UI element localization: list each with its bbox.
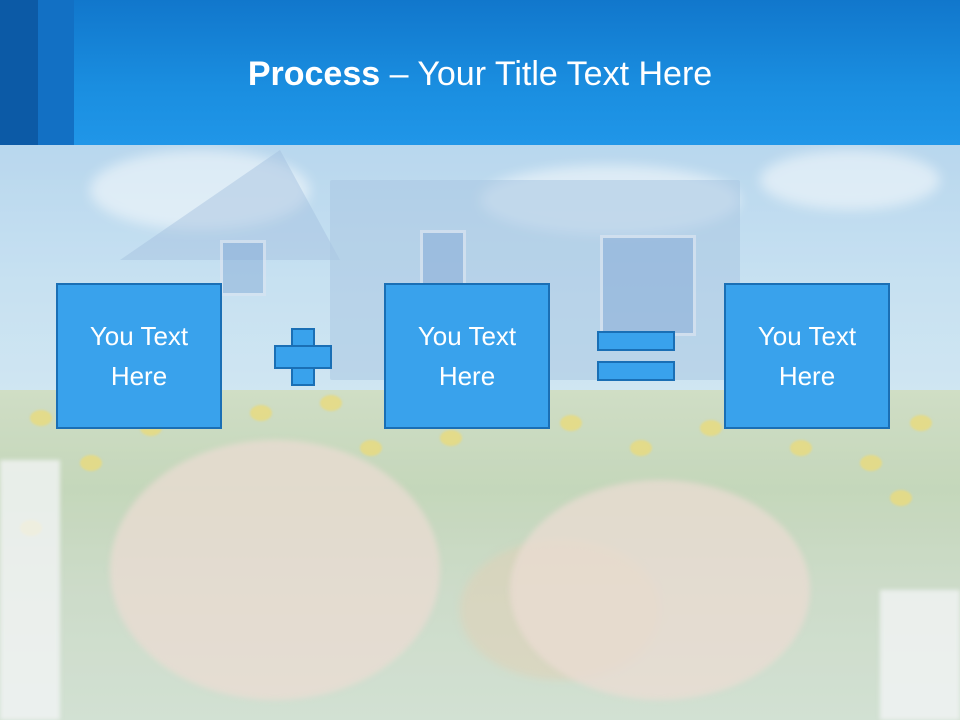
title-bar: Process – Your Title Text Here	[0, 0, 960, 145]
slide-title[interactable]: Process – Your Title Text Here	[0, 52, 960, 96]
background-face-man	[110, 440, 440, 700]
background-flower	[80, 455, 102, 471]
background-face-woman	[510, 480, 810, 700]
background-veil	[0, 145, 960, 720]
slide-title-bold: Process	[247, 55, 381, 93]
equals-icon	[597, 331, 677, 383]
background-cloud	[90, 150, 310, 230]
process-box-2-text: You Text Here	[417, 321, 517, 391]
background-flower	[320, 395, 342, 411]
background-shirt	[880, 590, 960, 720]
background-flower	[890, 490, 912, 506]
plus-icon	[274, 328, 334, 388]
background-shirt	[0, 460, 60, 720]
process-box-2[interactable]: You Text Here	[384, 283, 550, 429]
background-flower	[360, 440, 382, 456]
background-flower	[700, 420, 722, 436]
background-flower	[790, 440, 812, 456]
process-box-1[interactable]: You Text Here	[56, 283, 222, 429]
slide-title-rest: – Your Title Text Here	[380, 55, 713, 93]
header-accent-stripe	[0, 0, 38, 145]
process-box-1-text: You Text Here	[89, 321, 189, 391]
background-flower	[630, 440, 652, 456]
background-window	[220, 240, 266, 296]
background-flower	[560, 415, 582, 431]
background-flower	[30, 410, 52, 426]
process-box-3[interactable]: You Text Here	[724, 283, 890, 429]
background-flower	[910, 415, 932, 431]
header-accent-stripe	[38, 0, 74, 145]
background-flower	[860, 455, 882, 471]
background-flower	[250, 405, 272, 421]
background-cloud	[760, 150, 940, 210]
process-box-3-text: You Text Here	[757, 321, 857, 391]
background-flower	[440, 430, 462, 446]
